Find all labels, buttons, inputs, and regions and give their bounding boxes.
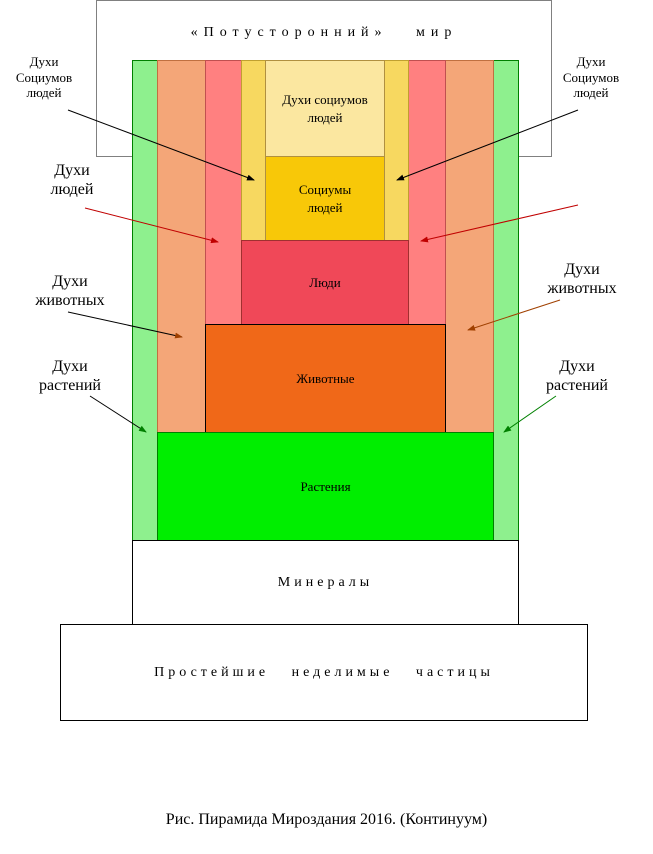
annotation-right-spirits-animals: Духи животных: [547, 261, 617, 298]
other-world-label: «Потусторонний» мир: [190, 25, 458, 40]
spirits-socium-label: Духи социумов людей: [282, 91, 368, 125]
annotation-right-spirits-plants: Духи растений: [546, 358, 608, 395]
particles-block: Простейшие неделимые частицы: [60, 624, 588, 721]
minerals-block: Минералы: [132, 540, 519, 625]
particles-label: Простейшие неделимые частицы: [154, 664, 494, 680]
animals-label: Животные: [296, 370, 355, 386]
socium-block: Социумы людей: [265, 156, 385, 241]
annotation-left-spirits-animals: Духи животных: [35, 273, 105, 310]
plants-block: Растения: [157, 432, 494, 541]
annotation-left-spirits-socium: Духи Социумов людей: [15, 54, 73, 101]
socium-label: Социумы людей: [298, 181, 352, 215]
figure-caption: Рис. Пирамида Мироздания 2016. (Континуу…: [165, 811, 488, 828]
annotation-left-spirits-plants: Духи растений: [39, 358, 101, 395]
animals-block: Животные: [205, 324, 446, 433]
people-block: Люди: [241, 240, 409, 325]
plants-label: Растения: [300, 478, 351, 494]
annotation-left-spirits-people: Духи людей: [50, 162, 94, 199]
annotation-right-spirits-socium: Духи Социумов людей: [562, 54, 620, 101]
minerals-label: Минералы: [277, 574, 374, 590]
spirits-socium-block: Духи социумов людей: [265, 60, 385, 157]
people-label: Люди: [309, 274, 341, 290]
